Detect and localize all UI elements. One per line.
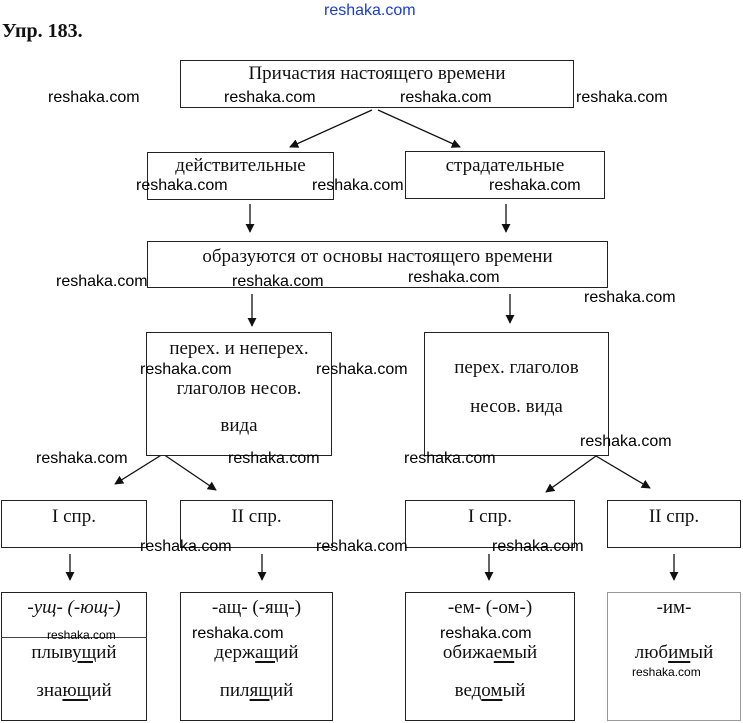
watermark: reshaka.com [632,665,701,679]
example-passive-1-a: обижаемый [442,642,538,663]
watermark: reshaka.com [312,177,404,194]
watermark: reshaka.com [228,450,320,467]
active-desc-line2: глаголов несов. [176,378,302,399]
formed-box [147,241,608,288]
exercise-title: Упр. 183. [2,20,83,42]
active-desc-line1: перех. и неперех. [169,338,309,359]
suffix-active-1: -ущ- (-ющ-) [27,597,121,618]
conj-active-2-label: II спр. [231,506,282,527]
watermark: reshaka.com [47,628,116,642]
suffix-passive-1-box [405,592,575,721]
suffix-passive-2-box [607,592,741,721]
watermark: reshaka.com [36,450,128,467]
passive-desc-line1: перех. глаголов [454,357,579,378]
suffix-passive-1: -ем- (-ом-) [447,597,533,618]
arrow-passive-desc-to-conj2 [595,455,651,489]
conj-active-1-box [1,500,147,548]
passive-label: страдательные [445,155,565,176]
root-label: Причастия настоящего времени [248,63,506,84]
suffix-active-2-box [180,592,333,721]
watermark: reshaka.com [489,177,581,194]
suffix-active-1-box [1,592,147,721]
formed-label: образуются от основы настоящего времени [202,246,553,267]
example-active-2-a: держащий [214,642,299,663]
active-desc-box [146,332,332,456]
active-box [147,152,334,200]
conj-passive-1-box [405,500,575,548]
arrow-active-desc-to-conj2 [162,453,217,491]
active-desc-line3: вида [220,415,258,436]
watermark: reshaka.com [492,538,584,555]
arrow-root-to-passive [377,109,461,148]
conj-passive-2-label: II спр. [648,506,700,527]
watermark: reshaka.com [584,289,676,306]
watermark: reshaka.com [576,89,668,106]
passive-box [405,151,605,199]
arrow-root-to-active [289,109,373,148]
conj-passive-2-box [607,500,741,548]
watermark: reshaka.com [316,538,408,555]
conj-active-2-box [180,500,333,548]
watermark: reshaka.com [224,89,316,106]
example-active-1-a: плывущий [31,642,117,663]
watermark: reshaka.com [140,538,232,555]
watermark: reshaka.com [400,89,492,106]
example-active-2-b: пилящий [219,680,294,701]
suffix-active-1-divider [1,637,147,638]
watermark: reshaka.com [440,625,532,642]
watermark: reshaka.com [408,269,500,286]
watermark: reshaka.com [136,177,228,194]
root-box [180,60,574,108]
conj-active-1-label: I спр. [52,506,96,527]
watermark: reshaka.com [580,433,672,450]
watermark: reshaka.com [48,89,140,106]
watermark: reshaka.com [56,273,148,290]
watermark: reshaka.com [316,361,408,378]
active-label: действительные [175,155,306,176]
watermark: reshaka.com [192,625,284,642]
watermark: reshaka.com [232,273,324,290]
example-passive-1-b: ведомый [454,680,526,701]
passive-desc-line2: несов. вида [470,396,563,417]
watermark: reshaka.com [404,450,496,467]
suffix-active-2: -ащ- (-ящ-) [211,597,302,618]
watermark: reshaka.com [140,361,232,378]
passive-desc-box [424,332,609,456]
example-active-1-b: знающий [36,680,112,701]
suffix-passive-2: -им- [656,597,692,618]
watermark-top: reshaka.com [324,2,416,19]
arrow-active-desc-to-conj1 [114,453,164,485]
arrow-passive-desc-to-conj1 [545,455,597,493]
conj-passive-1-label: I спр. [468,506,512,527]
example-passive-2-a: любимый [634,642,714,663]
